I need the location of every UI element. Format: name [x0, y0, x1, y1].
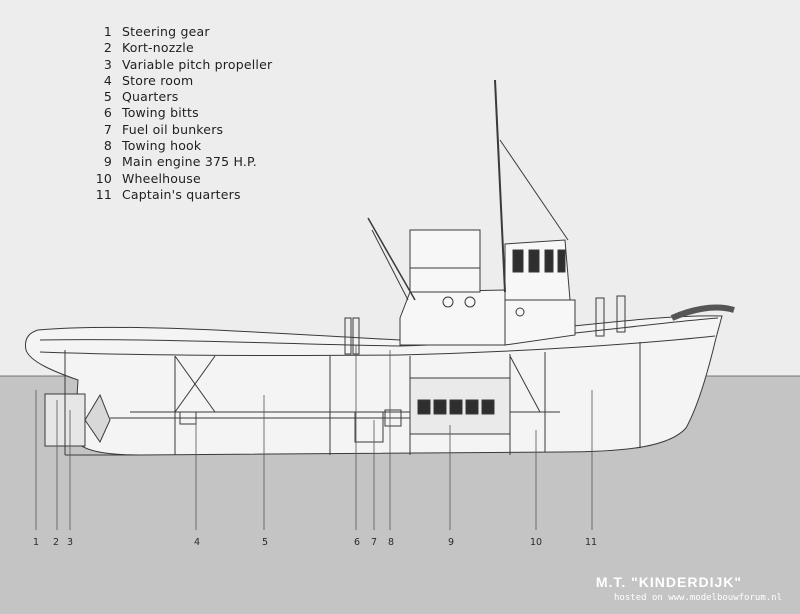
legend-number: 11	[95, 186, 112, 202]
brace	[509, 355, 541, 413]
deck-bitt	[616, 295, 626, 333]
legend-label: Towing hook	[122, 138, 202, 154]
propeller	[84, 393, 111, 444]
vessel-name-caption: M.T. "KINDERDIJK"	[595, 574, 742, 590]
callout-3: 3	[67, 537, 73, 548]
wheelhouse-window	[557, 249, 566, 273]
porthole	[442, 296, 454, 308]
callout-1: 1	[33, 537, 39, 548]
callout-7: 7	[371, 537, 377, 548]
porthole	[515, 307, 525, 317]
radio-aerial	[371, 229, 409, 301]
legend-number: 2	[103, 40, 112, 56]
legend-item: 2 Kort-nozzle	[92, 40, 272, 56]
legend-label: Store room	[122, 72, 194, 88]
legend-item: 10 Wheelhouse	[92, 171, 272, 187]
hull-outline	[25, 315, 723, 456]
callout-numbers: 1 2 3 4 5 6 7 8 9 10 11	[33, 537, 597, 548]
hosting-credit: hosted on www.modelbouwforum.nl	[614, 593, 782, 603]
legend-label: Variable pitch propeller	[122, 56, 273, 72]
legend-item: 3 Variable pitch propeller	[92, 57, 272, 73]
brace	[174, 355, 216, 413]
legend-label: Fuel oil bunkers	[122, 121, 224, 137]
legend-number: 7	[103, 121, 112, 137]
deck-bitt	[344, 317, 352, 355]
shaft-coupling	[179, 411, 197, 425]
deck-line	[39, 335, 716, 357]
legend-item: 11 Captain's quarters	[92, 187, 272, 203]
porthole	[464, 296, 476, 308]
legend-number: 6	[103, 105, 112, 121]
parts-legend: 1 Steering gear 2 Kort-nozzle 3 Variable pi…	[92, 24, 272, 203]
wheelhouse-window	[512, 249, 524, 273]
fuel-tank	[354, 411, 384, 443]
wheelhouse-window	[544, 249, 554, 273]
callout-10: 10	[530, 537, 542, 548]
callout-8: 8	[388, 537, 394, 548]
callout-2: 2	[53, 537, 59, 548]
radio-aerial	[367, 217, 416, 301]
legend-item: 9 Main engine 375 H.P.	[92, 154, 272, 170]
legend-label: Towing bitts	[122, 105, 199, 121]
mast-stay	[499, 139, 569, 241]
legend-label: Kort-nozzle	[122, 40, 194, 56]
legend-item: 4 Store room	[92, 73, 272, 89]
legend-number: 5	[103, 89, 112, 105]
legend-item: 5 Quarters	[92, 89, 272, 105]
legend-item: 1 Steering gear	[92, 24, 272, 40]
wheelhouse-window	[528, 249, 540, 273]
legend-label: Wheelhouse	[122, 170, 201, 186]
bulwark-line	[39, 317, 719, 347]
bow-fender	[670, 304, 735, 321]
funnel	[409, 229, 481, 293]
callout-6: 6	[354, 537, 360, 548]
callout-5: 5	[262, 537, 268, 548]
legend-item: 6 Towing bitts	[92, 105, 272, 121]
callout-9: 9	[448, 537, 454, 548]
legend-item: 7 Fuel oil bunkers	[92, 122, 272, 138]
callout-4: 4	[194, 537, 200, 548]
legend-number: 4	[103, 72, 112, 88]
deck-bitt	[595, 297, 605, 337]
deckhouse	[399, 289, 506, 346]
captains-house	[504, 299, 576, 346]
legend-number: 9	[103, 154, 112, 170]
legend-label: Captain's quarters	[122, 186, 241, 202]
legend-label: Steering gear	[122, 24, 210, 39]
legend-number: 3	[103, 56, 112, 72]
legend-label: Main engine 375 H.P.	[122, 154, 257, 170]
engine-cylinders	[417, 399, 495, 415]
legend-number: 8	[103, 138, 112, 154]
legend-item: 8 Towing hook	[92, 138, 272, 154]
mast	[494, 79, 506, 293]
callout-11: 11	[585, 537, 597, 548]
legend-label: Quarters	[122, 89, 179, 105]
legend-number: 1	[103, 24, 112, 39]
legend-number: 10	[95, 170, 112, 186]
shaft-bearing	[384, 409, 402, 427]
